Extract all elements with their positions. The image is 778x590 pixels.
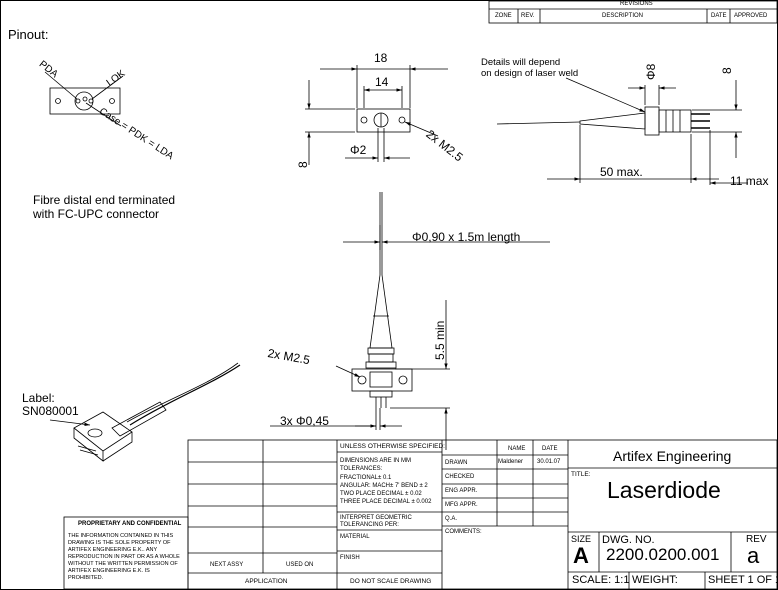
revisions-title: REVISIONS xyxy=(620,1,653,7)
interpret-line: TOLERANCING PER: xyxy=(340,522,399,528)
tol-line: DIMENSIONS ARE IN MM xyxy=(340,458,412,464)
qa-label: Q.A. xyxy=(445,516,458,522)
tol-line: ANGULAR: MACH± 7' BEND ± 2 xyxy=(340,483,428,489)
next-assy-label: NEXT ASSY xyxy=(210,562,244,568)
iso-view xyxy=(49,362,241,462)
dim-14: 14 xyxy=(375,75,389,89)
dim-55-min: 5.5 min xyxy=(433,320,447,360)
proprietary-line: ARTIFEX ENGINEERING E.K.. ANY xyxy=(68,547,158,553)
finish-label: FINISH xyxy=(340,555,360,561)
proprietary-line: WITHOUT THE WRITTEN PERMISSION OF xyxy=(68,561,178,567)
checked-label: CHECKED xyxy=(445,474,475,480)
rev-label: REV xyxy=(746,534,767,545)
dim-11-max: 11 max xyxy=(730,174,769,188)
rev-header-zone: ZONE xyxy=(495,13,512,19)
tol-line: TWO PLACE DECIMAL ± 0.02 xyxy=(340,491,422,497)
dim-fibre-dia: Φ0,90 x 1.5m length xyxy=(412,230,521,244)
label-title: Label: xyxy=(22,391,55,405)
mfg-appr-label: MFG APPR. xyxy=(445,502,478,508)
dim-8-right: 8 xyxy=(720,67,734,74)
material-label: MATERIAL xyxy=(340,534,370,540)
title-label: TITLE: xyxy=(571,471,591,478)
company-name: Artifex Engineering xyxy=(613,448,732,464)
fibre-note-line1: Fibre distal end terminated xyxy=(33,193,176,207)
proprietary-line: REPRODUCTION IN PART OR AS A WHOLE xyxy=(68,554,180,560)
used-on-label: USED ON xyxy=(286,562,314,568)
do-not-scale-label: DO NOT SCALE DRAWING xyxy=(350,578,432,585)
eng-appr-label: ENG APPR. xyxy=(445,488,478,494)
sheet-value: SHEET 1 OF 1 xyxy=(708,574,778,586)
drawn-name: Maldener xyxy=(498,459,524,465)
proprietary-line: ARTIFEX ENGINEERING E.K. IS xyxy=(68,568,150,574)
front-view xyxy=(305,65,448,165)
tol-line: FRACTIONAL± 0.1 xyxy=(340,475,392,481)
main-view xyxy=(270,192,550,450)
title-block xyxy=(63,439,778,590)
tol-line: TOLERANCES: xyxy=(340,466,383,472)
drawing-title: Laserdiode xyxy=(607,477,721,503)
drawn-label: DRAWN xyxy=(445,460,468,466)
proprietary-title: PROPRIETARY AND CONFIDENTIAL xyxy=(78,521,182,527)
dim-dia2: Φ2 xyxy=(350,143,367,157)
tol-line: THREE PLACE DECIMAL ± 0.002 xyxy=(340,499,432,505)
dim-8-side: 8 xyxy=(296,161,310,168)
drawn-date: 30.01.07 xyxy=(537,459,561,465)
pinout-title: Pinout: xyxy=(8,27,49,42)
rev-header-date: DATE xyxy=(711,13,727,19)
proprietary-line: THE INFORMATION CONTAINED IN THIS xyxy=(68,533,174,539)
dim-18: 18 xyxy=(374,51,388,65)
rev-header-description: DESCRIPTION xyxy=(602,13,644,19)
rev-value: a xyxy=(747,543,760,568)
dim-dia8: Φ8 xyxy=(644,63,658,80)
dim-50-max: 50 max. xyxy=(600,165,643,179)
date-header: DATE xyxy=(542,446,558,452)
proprietary-line: PROHIBITED. xyxy=(68,575,104,581)
side-view xyxy=(496,77,748,185)
name-header: NAME xyxy=(508,446,526,452)
dwg-no-label: DWG. NO. xyxy=(602,534,655,546)
revision-table xyxy=(488,0,778,24)
rev-header-approved: APPROVED xyxy=(734,13,768,19)
weld-note-line1: Details will depend xyxy=(481,57,561,68)
pinout-view xyxy=(44,71,124,127)
comments-label: COMMENTS: xyxy=(445,529,482,535)
proprietary-line: DRAWING IS THE SOLE PROPERTY OF xyxy=(68,540,171,546)
weight-label: WEIGHT: xyxy=(632,574,678,586)
unless-specified: UNLESS OTHERWISE SPECIFIED: xyxy=(340,443,445,450)
size-value: A xyxy=(573,543,589,568)
size-label: SIZE xyxy=(571,534,592,544)
label-serial: SN080001 xyxy=(22,404,79,418)
fibre-note-line2: with FC-UPC connector xyxy=(33,207,160,221)
scale-value: SCALE: 1:1 xyxy=(572,574,630,586)
rev-header-rev: REV. xyxy=(521,13,535,19)
weld-note-line2: on design of laser weld xyxy=(481,68,579,79)
interpret-line: INTERPRET GEOMETRIC xyxy=(340,515,412,521)
dim-pins: 3x Φ0,45 xyxy=(280,414,329,428)
application-label: APPLICATION xyxy=(245,578,288,585)
dwg-no-value: 2200.0200.001 xyxy=(606,545,720,564)
